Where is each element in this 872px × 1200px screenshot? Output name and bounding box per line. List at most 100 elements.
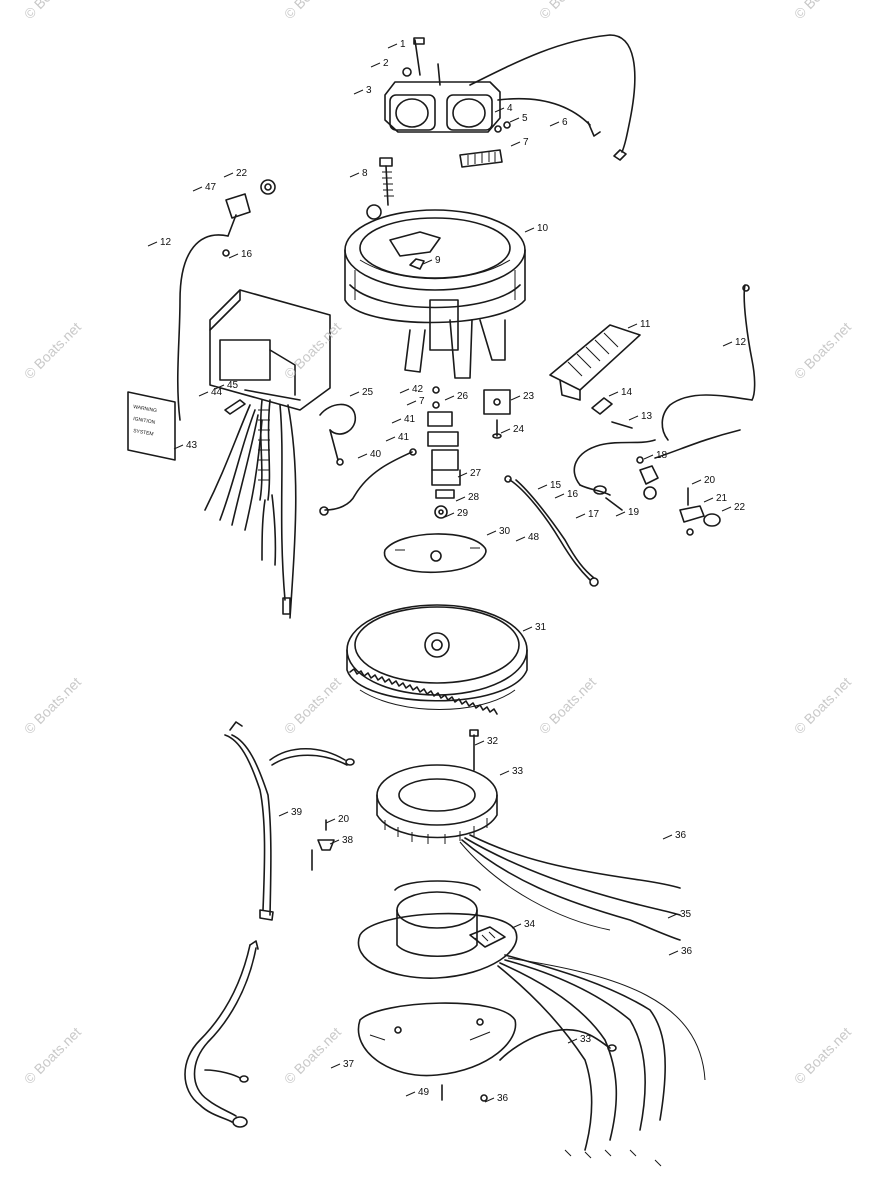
callout-leader xyxy=(474,740,485,746)
stator-33 xyxy=(376,729,681,941)
callout-label: 36 xyxy=(681,946,693,957)
ignition-coils xyxy=(384,34,636,161)
callout-leader xyxy=(667,913,678,919)
callout-label: 41 xyxy=(404,414,416,425)
callout-label: 30 xyxy=(499,526,511,537)
callout-label: 6 xyxy=(562,117,568,128)
callout-leader xyxy=(278,811,289,817)
lead-wire-40 xyxy=(319,448,417,516)
watermark: © Boats.net xyxy=(791,1024,854,1087)
callout-leader xyxy=(405,1091,416,1097)
callout-leader xyxy=(486,530,497,536)
callout-label: 35 xyxy=(680,909,692,920)
callout-leader xyxy=(511,923,522,929)
watermark: © Boats.net xyxy=(791,319,854,382)
callout-leader xyxy=(399,388,410,394)
callout-leader xyxy=(484,1097,495,1103)
switch-box-46 xyxy=(209,289,331,415)
watermark: © Boats.net xyxy=(21,1024,84,1087)
callout-leader xyxy=(608,391,619,397)
callout-leader xyxy=(691,479,702,485)
callout-label: 47 xyxy=(205,182,217,193)
callout-leader xyxy=(353,89,364,95)
callout-label: 18 xyxy=(656,450,668,461)
callout-label: 4 xyxy=(507,103,513,114)
key-switch-47 xyxy=(176,179,276,421)
callout-label: 5 xyxy=(522,113,528,124)
callout-label: 39 xyxy=(291,807,303,818)
armature-plate-34 xyxy=(357,880,706,1167)
callout-leader xyxy=(722,341,733,347)
plate-line-1: WARNING xyxy=(133,404,158,414)
callout-leader xyxy=(147,241,158,247)
watermark: © Boats.net xyxy=(21,0,84,22)
wire-39 xyxy=(224,721,355,921)
ground-loop-25 xyxy=(319,403,356,466)
callout-leader xyxy=(349,172,360,178)
callout-leader xyxy=(444,512,455,518)
callout-label: 33 xyxy=(580,1034,592,1045)
callout-label: 29 xyxy=(457,508,469,519)
terminal-block-stack xyxy=(427,386,461,519)
callout-label: 37 xyxy=(343,1059,355,1070)
callout-label: 25 xyxy=(362,387,374,398)
callout-label: 20 xyxy=(338,814,350,825)
callout-label: 22 xyxy=(734,502,746,513)
callout-label: 44 xyxy=(211,387,223,398)
callout-leader xyxy=(662,834,673,840)
callout-leader xyxy=(643,454,654,460)
callout-leader xyxy=(406,400,417,406)
callout-leader xyxy=(330,1063,341,1069)
callout-leader xyxy=(509,117,520,123)
callout-label: 15 xyxy=(550,480,562,491)
rectifier-block-23 xyxy=(483,389,511,439)
callout-label: 36 xyxy=(497,1093,509,1104)
callout-label: 31 xyxy=(535,622,547,633)
callout-leader xyxy=(385,436,396,442)
callout-leader xyxy=(628,415,639,421)
watermark: © Boats.net xyxy=(536,0,599,22)
callout-label: 48 xyxy=(528,532,540,543)
callout-label: 16 xyxy=(567,489,579,500)
callout-label: 10 xyxy=(537,223,549,234)
right-cluster xyxy=(573,397,741,536)
callout-label: 23 xyxy=(523,391,535,402)
callout-label: 20 xyxy=(704,475,716,486)
timer-base-ring-10 xyxy=(344,204,526,379)
callout-label: 22 xyxy=(236,168,248,179)
callout-label: 42 xyxy=(412,384,424,395)
callout-label: 9 xyxy=(435,255,441,266)
watermark: © Boats.net xyxy=(281,1024,344,1087)
callout-label: 33 xyxy=(512,766,524,777)
callout-leader xyxy=(510,141,521,147)
callout-leader xyxy=(329,839,340,845)
callout-leader xyxy=(370,62,381,68)
plate-line-2: IGNITION xyxy=(133,416,156,426)
callout-label: 19 xyxy=(628,507,640,518)
plate-30 xyxy=(383,533,487,574)
watermark: © Boats.net xyxy=(536,674,599,737)
terminal-strip-7 xyxy=(459,149,503,168)
callout-leader xyxy=(721,506,732,512)
callout-label: 43 xyxy=(186,440,198,451)
callout-leader xyxy=(627,323,638,329)
watermark: © Boats.net xyxy=(281,319,344,382)
callout-leader xyxy=(223,172,234,178)
callout-label: 36 xyxy=(675,830,687,841)
callout-label: 7 xyxy=(523,137,529,148)
callout-leader xyxy=(422,259,433,265)
bolt-8 xyxy=(379,157,394,206)
callout-label: 11 xyxy=(640,319,651,330)
callout-label: 1 xyxy=(400,39,406,50)
callout-label: 49 xyxy=(418,1087,430,1098)
callout-label: 16 xyxy=(241,249,253,260)
callout-leader xyxy=(515,536,526,542)
callout-label: 17 xyxy=(588,509,600,520)
watermark: © Boats.net xyxy=(281,674,344,737)
callout-label: 2 xyxy=(383,58,389,69)
callout-leader xyxy=(444,395,455,401)
callout-label: 26 xyxy=(457,391,469,402)
